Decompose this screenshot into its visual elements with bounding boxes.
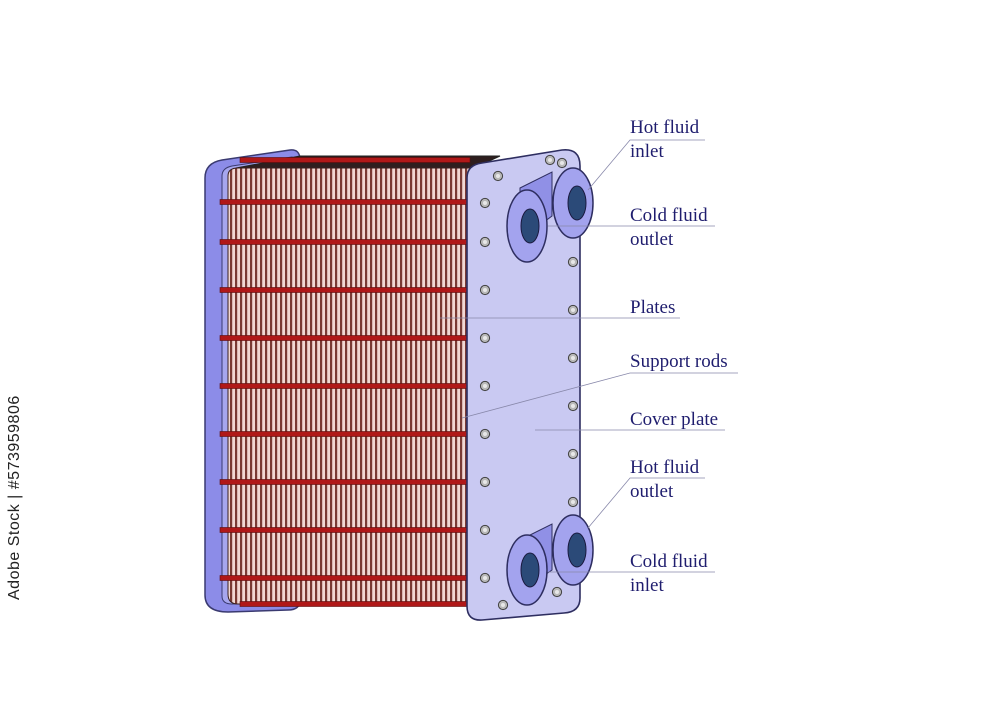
bolt-head xyxy=(496,174,500,178)
leader-hot-inlet xyxy=(587,139,705,191)
bolt-head xyxy=(571,500,575,504)
upper-ports xyxy=(506,167,594,263)
support-rod xyxy=(219,383,471,389)
hot-outlet-port-hole xyxy=(567,532,587,568)
bolt-head xyxy=(483,432,487,436)
bolt-head xyxy=(483,576,487,580)
stock-id-watermark: Adobe Stock | #573959806 xyxy=(6,395,23,600)
support-rod xyxy=(239,601,471,607)
label-support-rods: Support rods xyxy=(630,351,728,372)
bolt-head xyxy=(483,336,487,340)
support-rod xyxy=(219,431,471,437)
support-rods xyxy=(219,157,471,607)
label-hot-fluid-outlet: Hot fluid outlet xyxy=(630,457,700,502)
leader-support-rods xyxy=(461,372,738,419)
lower-ports xyxy=(506,514,594,606)
bolt-head xyxy=(483,528,487,532)
bolt-head xyxy=(483,480,487,484)
support-rod xyxy=(219,239,471,245)
cold-inlet-port-hole xyxy=(520,552,540,588)
support-rod xyxy=(219,575,471,581)
bolt-head xyxy=(483,288,487,292)
bolt-head xyxy=(571,260,575,264)
bolt-head xyxy=(571,308,575,312)
bolt-head xyxy=(571,404,575,408)
support-rod xyxy=(219,527,471,533)
support-rod xyxy=(219,199,471,205)
bolt-head xyxy=(483,240,487,244)
label-plates: Plates xyxy=(630,297,676,318)
support-rod xyxy=(219,335,471,341)
leader-lines xyxy=(440,139,738,573)
bolt-head xyxy=(483,201,487,205)
support-rod xyxy=(239,157,471,163)
label-hot-fluid-inlet: Hot fluid inlet xyxy=(630,117,700,162)
bolt-head xyxy=(571,356,575,360)
front-cover-plate xyxy=(466,149,581,621)
label-cold-fluid-inlet: Cold fluid inlet xyxy=(630,551,708,596)
bolt-head xyxy=(483,384,487,388)
label-cover-plate: Cover plate xyxy=(630,409,719,430)
bolt-head xyxy=(548,158,552,162)
bolt-head xyxy=(560,161,564,165)
cold-outlet-port-hole xyxy=(520,208,540,244)
bolt-head xyxy=(571,452,575,456)
support-rod xyxy=(219,287,471,293)
leader-hot-outlet xyxy=(587,477,705,529)
bolt-head xyxy=(555,590,559,594)
bolt-head xyxy=(501,603,505,607)
hot-inlet-port-hole xyxy=(567,185,587,221)
label-cold-fluid-outlet: Cold fluid outlet xyxy=(630,205,708,250)
support-rod xyxy=(219,479,471,485)
cover-bolts xyxy=(479,154,579,611)
